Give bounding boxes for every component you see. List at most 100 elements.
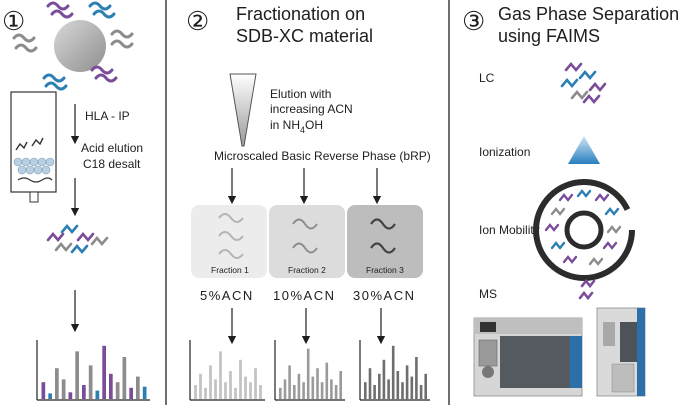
spectrum-bar xyxy=(405,365,409,399)
elution-line-2: increasing ACN xyxy=(270,102,353,116)
spectrum-bar xyxy=(419,385,423,399)
antibody-icon xyxy=(42,73,68,91)
spectrum-bar xyxy=(142,386,147,399)
spectrum-bar xyxy=(279,387,282,399)
spectrum-bar xyxy=(302,382,305,399)
fraction-1-label: Fraction 1 xyxy=(211,265,249,275)
antibody-icon xyxy=(12,33,38,53)
spectrum-bar xyxy=(391,345,395,399)
panel-3: ③ Gas Phase Separation using FAIMS LC Io… xyxy=(462,4,679,397)
spectrum-bar xyxy=(214,379,217,399)
faims-electrode-icon xyxy=(533,179,635,281)
spectrum-bar xyxy=(415,357,418,399)
spectrum-bar xyxy=(320,382,324,399)
spectrum-bar xyxy=(325,362,329,399)
spectrum-bar xyxy=(82,385,86,399)
spectrum-bar xyxy=(199,373,202,399)
spectrum-bar xyxy=(401,382,404,399)
spectrum-bar xyxy=(364,382,367,399)
ms-label: MS xyxy=(479,287,497,301)
c18-column-icon xyxy=(10,91,57,203)
spectrum-bar xyxy=(249,382,252,399)
spectrum-bar xyxy=(95,390,100,399)
panel-2: ② Fractionation on SDB-XC material Eluti… xyxy=(186,4,431,401)
spectrum-bar xyxy=(293,385,296,399)
panel-1: ① HLA - IP Acid elutio xyxy=(2,1,150,401)
fraction-1-acn: 5%ACN xyxy=(200,288,254,303)
antibody-icon xyxy=(110,29,134,49)
spectrum-bar xyxy=(410,376,414,399)
spectrum-bar xyxy=(254,368,257,399)
spectrum-bar xyxy=(129,387,133,399)
spectrum-bar xyxy=(229,371,232,399)
spectrum-bar xyxy=(424,373,427,399)
spectrum-bar xyxy=(115,382,120,399)
acid-elution-label: Acid elution xyxy=(81,141,143,155)
spectrum-bar xyxy=(61,379,66,399)
spectrum-bar xyxy=(330,379,333,399)
spectrum-bar xyxy=(244,376,247,399)
lc-peptides-icon xyxy=(560,61,607,105)
spectrum-panel-1 xyxy=(36,340,150,401)
spectrum-bar xyxy=(219,351,222,399)
panel-3-title-line-2: using FAIMS xyxy=(498,26,600,46)
spectrum-bar xyxy=(297,373,301,399)
spectrum-bar xyxy=(109,373,113,399)
panel-2-title-line-1: Fractionation on xyxy=(236,4,365,24)
antibody-icon xyxy=(88,1,116,19)
spectrum-bar xyxy=(339,371,342,399)
spectrum-bar xyxy=(136,376,140,399)
panel-1-number: ① xyxy=(2,6,25,36)
spectrum-bar xyxy=(387,379,390,399)
spectrum-bar xyxy=(368,368,372,399)
lc-label: LC xyxy=(479,71,495,85)
spectrum-bar xyxy=(316,368,319,399)
spectrum-bar xyxy=(234,387,237,399)
spectrum-bar xyxy=(382,359,386,399)
spectrum-bar xyxy=(373,385,376,399)
spectrum-fraction-2 xyxy=(274,340,345,401)
spectrum-bar xyxy=(311,376,315,399)
panel-2-title-line-2: SDB-XC material xyxy=(236,26,373,46)
elution-line-1: Elution with xyxy=(270,87,331,101)
fraction-box-2: Fraction 2 xyxy=(269,205,345,278)
pipette-tip-icon xyxy=(229,73,257,147)
brp-label: Microscaled Basic Reverse Phase (bRP) xyxy=(214,149,431,163)
panel-2-number: ② xyxy=(186,6,209,36)
spectrum-bar xyxy=(41,382,46,399)
peptides-icon xyxy=(46,223,109,255)
ion-mobility-label: Ion Mobility xyxy=(479,223,540,237)
spectrum-bar xyxy=(194,385,197,399)
fraction-2-acn: 10%ACN xyxy=(273,288,335,303)
spectrum-bar xyxy=(209,365,212,399)
panel-3-title-line-1: Gas Phase Separation xyxy=(498,4,679,24)
ms-peptides-icon xyxy=(578,278,596,301)
spectrum-bar xyxy=(75,351,79,399)
antibody-bead xyxy=(12,1,134,91)
spectrum-bar xyxy=(396,371,400,399)
fraction-3-acn: 30%ACN xyxy=(353,288,415,303)
spectrum-bar xyxy=(122,357,127,399)
spectrum-bar xyxy=(334,385,338,399)
spectrum-bar xyxy=(239,359,242,399)
spectrum-bar xyxy=(55,368,59,399)
fraction-box-3: Fraction 3 xyxy=(347,205,423,278)
spectrum-bar xyxy=(68,392,73,399)
spectrum-bar xyxy=(224,382,227,399)
spectrum-bar xyxy=(283,379,287,399)
fraction-box-1: Fraction 1 xyxy=(191,205,267,278)
spectrum-fraction-3 xyxy=(359,340,430,401)
spectrum-bar xyxy=(204,387,207,399)
c18-desalt-label: C18 desalt xyxy=(83,157,141,171)
spectrum-bar xyxy=(306,348,310,399)
spectrum-fraction-1 xyxy=(189,340,265,401)
antibody-icon xyxy=(90,65,118,83)
mass-spectrometer-icon xyxy=(473,307,646,397)
spectrum-bar xyxy=(288,365,291,399)
panel-3-number: ③ xyxy=(462,6,485,36)
spectrum-bar xyxy=(259,385,262,399)
spectrum-bar xyxy=(88,365,93,399)
ionization-cone-icon xyxy=(568,136,600,164)
spectrum-bar xyxy=(102,345,106,399)
